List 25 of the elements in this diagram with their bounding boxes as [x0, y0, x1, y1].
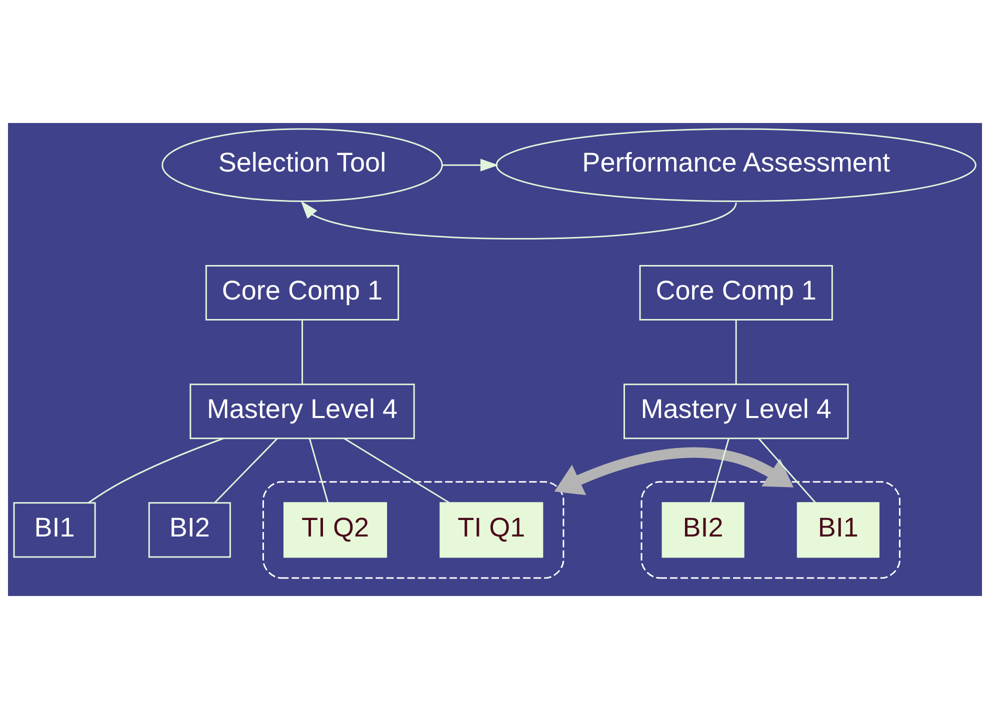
cluster — [640, 481, 900, 579]
connector — [214, 438, 278, 504]
node-box: BI1 — [13, 502, 96, 558]
connector — [344, 438, 450, 504]
connector — [88, 438, 224, 504]
connector — [308, 438, 329, 504]
node-box: BI2 — [148, 502, 231, 558]
cluster — [262, 481, 564, 579]
connector — [302, 320, 303, 384]
node-ellipse: Performance Assessment — [496, 128, 976, 202]
node-box: TI Q2 — [283, 502, 388, 558]
node-box: BI2 — [662, 502, 744, 558]
connector — [710, 438, 730, 504]
node-box: Core Comp 1 — [639, 264, 833, 321]
node-ellipse: Selection Tool — [162, 128, 443, 202]
node-box: Core Comp 1 — [205, 264, 400, 321]
node-box: TI Q1 — [440, 502, 544, 558]
node-box: Mastery Level 4 — [190, 384, 415, 440]
connector — [758, 438, 816, 504]
connector — [735, 320, 737, 384]
arrow — [442, 158, 498, 172]
node-box: Mastery Level 4 — [624, 384, 849, 440]
arrow — [554, 447, 794, 496]
arrow — [300, 200, 737, 240]
node-box: BI1 — [796, 502, 880, 558]
